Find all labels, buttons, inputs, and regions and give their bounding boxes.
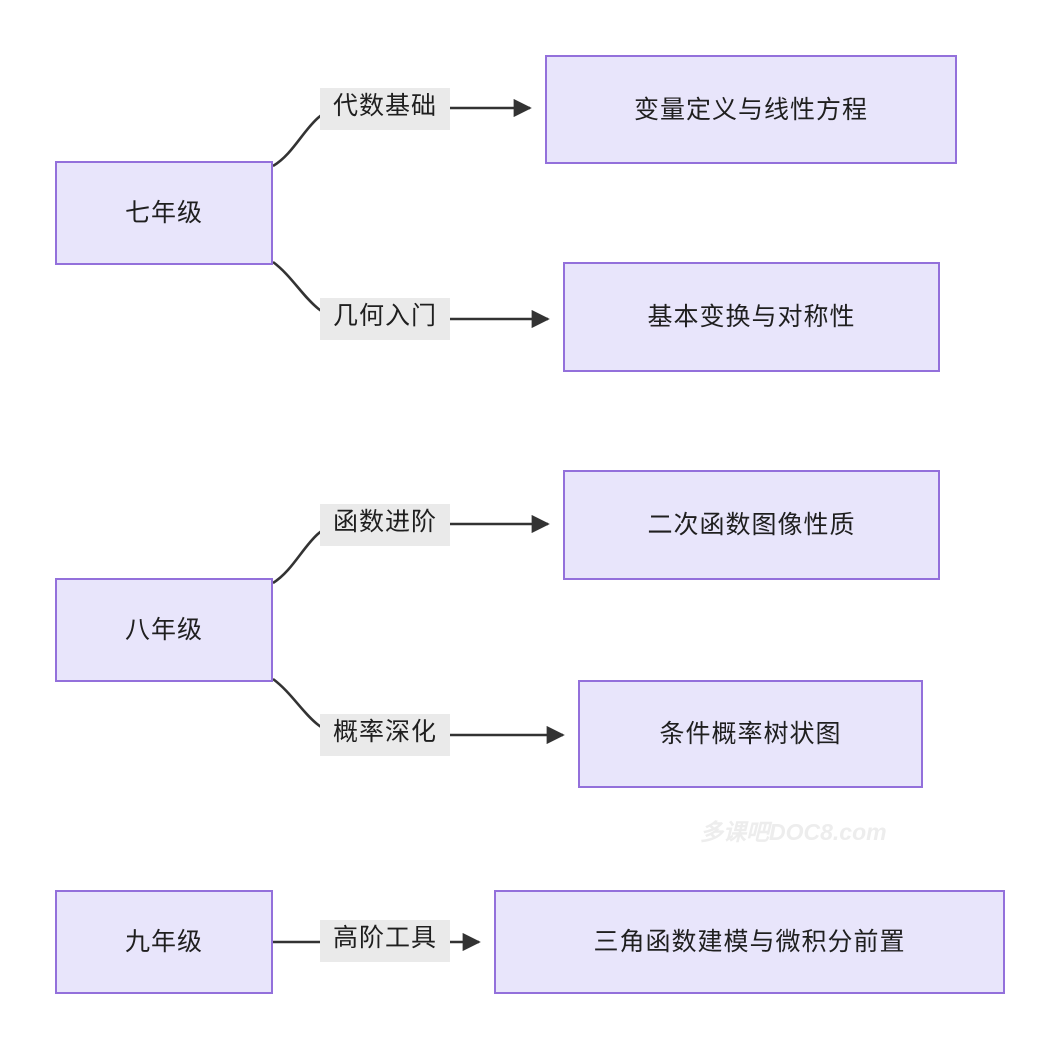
watermark: 多课吧DOC8.com [700, 819, 887, 845]
node-label: 七年级 [124, 199, 203, 227]
edge-label-function-advanced: 函数进阶 [320, 504, 450, 546]
node-label: 三角函数建模与微积分前置 [593, 928, 906, 956]
node-label: 八年级 [124, 616, 203, 644]
node-label: 二次函数图像性质 [647, 511, 856, 539]
node-label: 九年级 [124, 928, 203, 956]
node-trigonometry-precalculus[interactable]: 三角函数建模与微积分前置 [494, 890, 1005, 994]
node-grade-8[interactable]: 八年级 [55, 578, 273, 682]
node-quadratic-functions[interactable]: 二次函数图像性质 [563, 470, 940, 580]
edge-label-advanced-tools: 高阶工具 [320, 920, 450, 962]
node-conditional-probability[interactable]: 条件概率树状图 [578, 680, 923, 788]
edge-label-probability-deepening: 概率深化 [320, 714, 450, 756]
node-label: 条件概率树状图 [659, 720, 842, 748]
node-grade-9[interactable]: 九年级 [55, 890, 273, 994]
node-grade-7[interactable]: 七年级 [55, 161, 273, 265]
node-algebra-basics[interactable]: 变量定义与线性方程 [545, 55, 957, 164]
edge-label-geometry-intro: 几何入门 [320, 298, 450, 340]
node-label: 变量定义与线性方程 [633, 95, 868, 124]
node-geometry-basics[interactable]: 基本变换与对称性 [563, 262, 940, 372]
edge-label-algebra-basics: 代数基础 [320, 88, 450, 130]
node-label: 基本变换与对称性 [647, 303, 856, 331]
